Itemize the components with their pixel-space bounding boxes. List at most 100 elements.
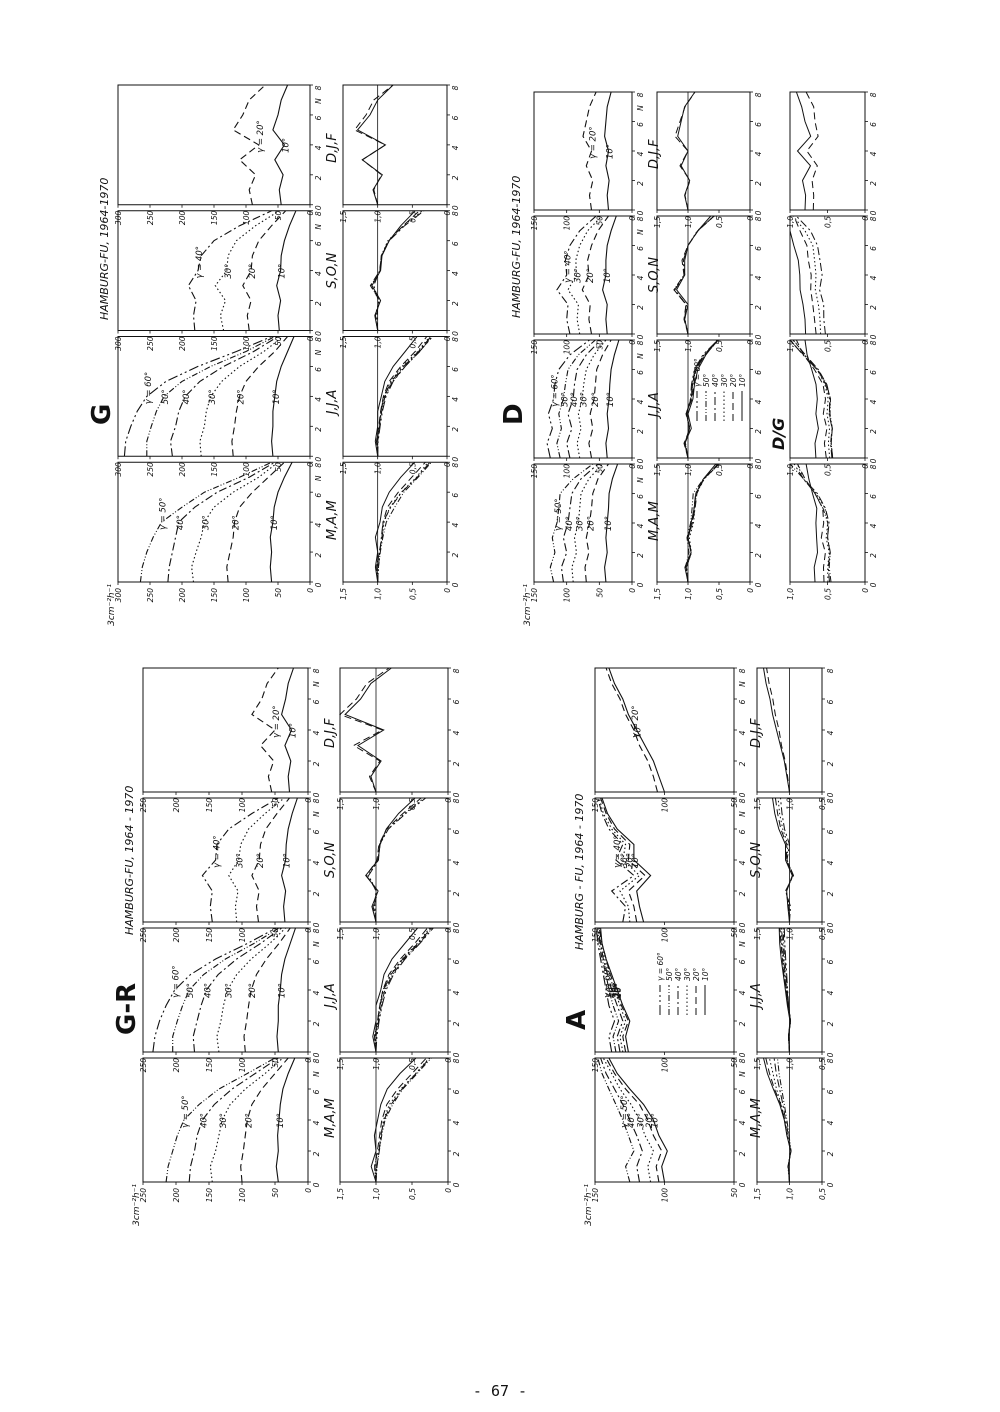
ratio-x-tick-label: 0 (452, 922, 461, 927)
value-tick-label: 250 (139, 798, 148, 813)
ratio-x-tick-label: 2 (452, 1151, 461, 1156)
series-line (228, 797, 285, 923)
dg-x-tick-label: 2 (869, 553, 878, 558)
x-tick-label: 2 (738, 1021, 747, 1026)
curve-label: 20° (237, 389, 247, 404)
ratio-tick-label: 1,5 (653, 216, 662, 228)
dg-tick-label: 0 (861, 216, 870, 221)
series-line (192, 927, 282, 1053)
dg-series-line (797, 463, 830, 583)
ratio-tick-label: 1,0 (372, 928, 381, 940)
series-line (226, 461, 285, 583)
value-tick-label: 50 (274, 336, 283, 346)
curve-label: γ = 20° (588, 126, 598, 159)
curve-label: 40° (176, 515, 186, 530)
ratio-series-line (774, 797, 794, 923)
x-tick-label: 4 (738, 730, 747, 735)
curve-label: γ = 60° (172, 965, 182, 998)
x-tick-label: 2 (312, 761, 321, 766)
season-label: S,O,N (647, 257, 662, 293)
x-axis-label-N: N (314, 349, 323, 355)
dg-tick-label: 0 (861, 464, 870, 469)
curve-label: γ = 40° (213, 835, 223, 868)
x-tick-label: 0 (312, 1052, 321, 1057)
ratio-x-tick-label: 0 (452, 792, 461, 797)
x-tick-label: 4 (314, 523, 323, 528)
dg-x-tick-label: 2 (869, 429, 878, 434)
ratio-x-tick-label: 0 (826, 792, 835, 797)
x-tick-label: 2 (738, 1151, 747, 1156)
ratio-tick-label: 0 (443, 336, 452, 341)
curve-label: γ = 20° (256, 120, 266, 153)
x-tick-label: 0 (314, 457, 323, 462)
x-tick-label: 0 (738, 1052, 747, 1057)
ratio-x-tick-label: 8 (451, 337, 460, 342)
ratio-x-tick-label: 0 (452, 1052, 461, 1057)
ratio-tick-label: 0,5 (408, 462, 417, 474)
x-tick-label: 0 (636, 210, 645, 215)
ratio-series-line (365, 797, 422, 923)
value-tick-label: 100 (661, 1188, 670, 1203)
ratio-x-tick-label: 4 (451, 271, 460, 276)
x-tick-label: 0 (738, 792, 747, 797)
ratio-x-tick-label: 4 (452, 730, 461, 735)
value-tick-label: 250 (139, 1058, 148, 1073)
ratio-tick-label: 1,0 (374, 462, 383, 474)
ratio-tick-label: 1,5 (336, 1188, 345, 1200)
ratio-tick-label: 0 (746, 588, 755, 593)
dg-series-line (795, 215, 826, 335)
x-tick-label: 8 (312, 798, 321, 803)
x-tick-label: 0 (636, 582, 645, 587)
ratio-series-line (373, 1057, 430, 1183)
x-tick-label: 2 (312, 1021, 321, 1026)
ratio-tick-label: 0,5 (715, 588, 724, 600)
curve-label: 10° (281, 138, 291, 153)
ratio-x-tick-label: 4 (754, 275, 763, 280)
ratio-tick-label: 0 (746, 216, 755, 221)
series-line (588, 339, 612, 459)
ratio-tick-label: 0 (444, 928, 453, 933)
ratio-x-tick-label: 2 (826, 891, 835, 896)
ratio-tick-label: 0 (443, 588, 452, 593)
series-line (598, 797, 641, 923)
dg-tick-label: 0 (861, 588, 870, 593)
series-line (201, 797, 279, 923)
series-line (269, 462, 293, 583)
value-tick-label: 150 (210, 588, 219, 603)
series-line (556, 339, 596, 459)
ratio-tick-label: 0,5 (408, 1188, 417, 1200)
y-unit-label: 3cm⁻²h⁻¹ (523, 584, 533, 626)
ratio-series-line (374, 927, 432, 1053)
dg-panel-frame (789, 339, 866, 459)
series-line (581, 215, 609, 335)
curve-label: 10° (606, 392, 616, 407)
curve-label: 10° (603, 268, 613, 283)
panel-frame (142, 667, 309, 793)
ratio-x-tick-label: 8 (826, 798, 835, 803)
dg-x-tick-label: 8 (869, 216, 878, 221)
x-tick-label: 2 (636, 181, 645, 186)
curve-label: 20° (231, 515, 241, 530)
x-axis-label-N: N (738, 1071, 747, 1077)
value-tick-label: 150 (591, 1058, 600, 1073)
curve-label: 10° (277, 983, 287, 998)
x-tick-label: 4 (312, 1120, 321, 1125)
ratio-x-tick-label: 8 (754, 216, 763, 221)
ratio-x-tick-label: 4 (451, 523, 460, 528)
ratio-tick-label: 0,5 (715, 216, 724, 228)
x-tick-label: 6 (738, 699, 747, 704)
series-line (216, 927, 286, 1053)
ratio-tick-label: 1,0 (786, 1188, 795, 1200)
ratio-tick-label: 0,5 (818, 928, 827, 940)
ratio-panel-frame (342, 336, 448, 457)
ratio-x-tick-label: 8 (452, 1058, 461, 1063)
ratio-series-line (372, 927, 418, 1053)
x-tick-label: 8 (738, 798, 747, 803)
curve-label: 20° (586, 268, 596, 283)
value-tick-label: 100 (563, 340, 572, 355)
value-tick-label: 100 (242, 336, 251, 351)
legend-label: 30° (720, 373, 729, 387)
value-tick-label: 100 (238, 1058, 247, 1073)
dg-series-line (805, 463, 819, 583)
